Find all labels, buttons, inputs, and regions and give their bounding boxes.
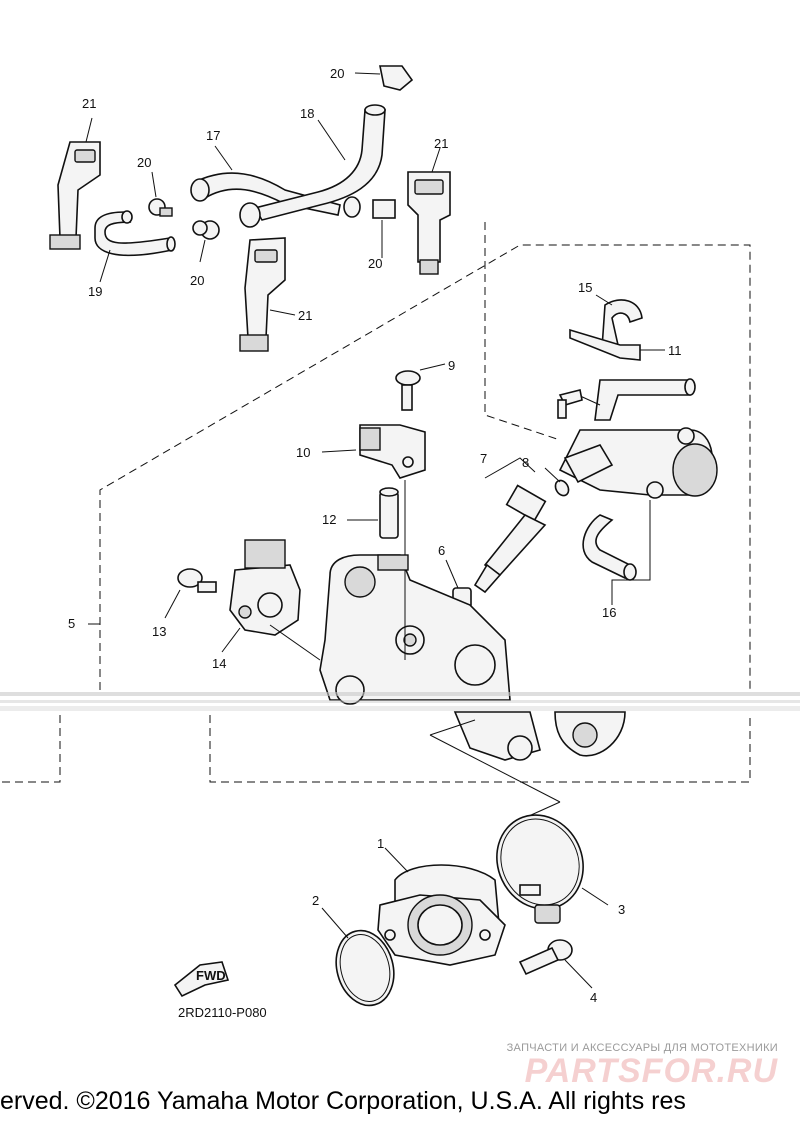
callout-2: 2 [312, 893, 319, 908]
callout-18: 18 [300, 106, 314, 121]
callout-3: 3 [618, 902, 625, 917]
hose-clip-part-20-lower [192, 220, 220, 263]
watermark-logo: PARTSFOR.RU [524, 1052, 778, 1090]
forward-direction-arrow: FWD [173, 961, 230, 998]
callout-20-upper: 20 [137, 155, 151, 170]
callout-21-right: 21 [434, 136, 448, 151]
hose-part-19 [94, 210, 176, 283]
screw-part-13 [164, 568, 217, 619]
callout-15: 15 [578, 280, 592, 295]
o-ring-part-2 [321, 907, 395, 1007]
callout-9: 9 [448, 358, 455, 373]
elbow-part-15 [595, 294, 643, 349]
fwd-label: FWD [196, 968, 226, 983]
callout-21-left: 21 [82, 96, 96, 111]
throttle-body-lower [453, 711, 626, 761]
intake-joint-part-1 [377, 847, 506, 966]
bracket-part-11 [569, 328, 665, 361]
callout-10: 10 [296, 445, 310, 460]
hose-clip-part-20-top [354, 65, 414, 91]
pipe-part-12 [347, 487, 399, 539]
clamp-part-21-left [49, 117, 101, 250]
callout-20-right: 20 [368, 256, 382, 271]
callout-20-lower: 20 [190, 273, 204, 288]
hose-part-18 [239, 104, 386, 228]
callout-11: 11 [668, 343, 682, 358]
diagram-id: 2RD2110-P080 [178, 1005, 267, 1020]
copyright-footer: erved. ©2016 Yamaha Motor Corporation, U… [0, 1087, 686, 1115]
hose-clip-part-20-upper [148, 171, 173, 217]
clamp-part-21-right [407, 147, 451, 275]
clamp-part-21-middle [239, 237, 296, 352]
callout-21-middle: 21 [298, 308, 312, 323]
callout-12: 12 [322, 512, 336, 527]
throttle-position-sensor-part-14 [221, 539, 301, 653]
screw-part-9 [395, 363, 446, 411]
callout-1: 1 [377, 836, 384, 851]
bolt-part-4 [518, 939, 593, 989]
callout-6: 6 [438, 543, 445, 558]
band-clamp-part-3 [496, 814, 609, 924]
callout-7: 7 [480, 451, 487, 466]
callout-5: 5 [68, 616, 75, 631]
callout-20-top: 20 [330, 66, 344, 81]
callout-17: 17 [206, 128, 220, 143]
scan-noise-band [0, 692, 800, 711]
callout-13: 13 [152, 624, 166, 639]
o-ring-part-8 [544, 467, 570, 497]
throttle-body [269, 480, 511, 705]
callout-19: 19 [88, 284, 102, 299]
hose-clip-part-20-right [372, 199, 396, 258]
hose-part-16 [582, 500, 651, 600]
watermark: ЗАПЧАСТИ И АКСЕССУАРЫ ДЛЯ МОТОТЕХНИКИ PA… [478, 1042, 778, 1091]
sensor-part-10 [321, 424, 426, 479]
assembly-dashed-outline [0, 222, 751, 783]
callout-16: 16 [602, 605, 616, 620]
callout-8: 8 [522, 455, 529, 470]
callout-14: 14 [212, 656, 226, 671]
air-valve-assembly [557, 378, 718, 499]
callout-4: 4 [590, 990, 597, 1005]
watermark-tagline: ЗАПЧАСТИ И АКСЕССУАРЫ ДЛЯ МОТОТЕХНИКИ [506, 1042, 778, 1054]
fuel-injector-part-7 [473, 457, 547, 594]
